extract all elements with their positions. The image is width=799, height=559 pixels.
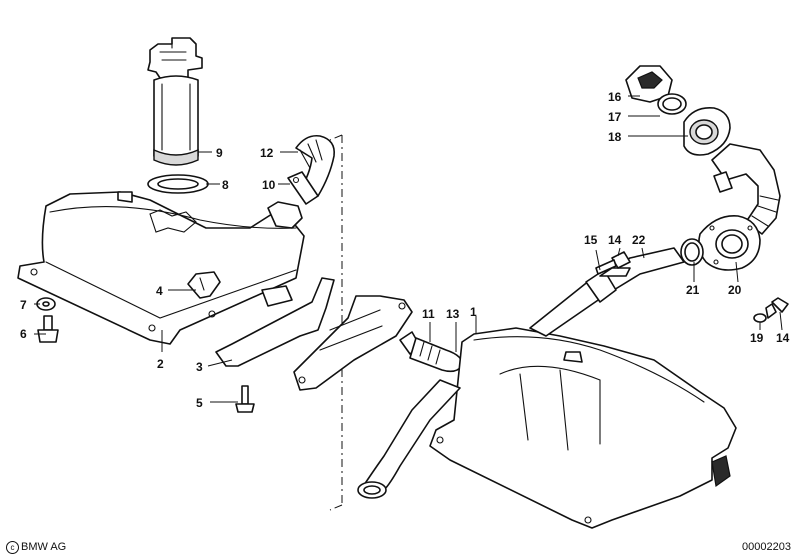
- callout-12: 12: [260, 146, 274, 160]
- mounting-flange: [680, 215, 761, 271]
- callout-10: 10: [262, 178, 276, 192]
- callout-9: 9: [216, 146, 223, 160]
- right-fuel-tank: [429, 327, 737, 529]
- callout-8: 8: [222, 178, 229, 192]
- callout-labels: 1 2 3 4 5 6 7 8 9 10 11 12 13 14 14 15 1…: [20, 90, 790, 410]
- left-fuel-tank: [17, 191, 305, 345]
- lower-connecting-pipe: [357, 379, 461, 499]
- assembly-axis-lines: [329, 134, 343, 511]
- callout-3: 3: [196, 360, 203, 374]
- connector-hoses: [399, 331, 463, 373]
- callout-15: 15: [584, 233, 598, 247]
- callout-14-right: 14: [776, 331, 790, 345]
- callout-13: 13: [446, 307, 460, 321]
- callout-18: 18: [608, 130, 622, 144]
- callout-14-top: 14: [608, 233, 622, 247]
- leader-lines: [34, 95, 783, 403]
- vent-pipe: [529, 247, 685, 337]
- callout-5: 5: [196, 396, 203, 410]
- fasteners-right: [595, 251, 789, 323]
- callout-22: 22: [632, 233, 646, 247]
- filler-cap-assembly: [625, 65, 731, 156]
- callout-4: 4: [156, 284, 163, 298]
- callout-2: 2: [157, 357, 164, 371]
- callout-21: 21: [686, 283, 700, 297]
- filler-neck-hose: [711, 143, 781, 235]
- callout-17: 17: [608, 110, 622, 124]
- copyright-symbol: c: [6, 541, 19, 554]
- filler-hose-left: [287, 134, 336, 205]
- callout-20: 20: [728, 283, 742, 297]
- brand-name: BMW AG: [21, 541, 67, 553]
- pump-gasket-ring: [147, 174, 209, 194]
- callout-1: 1: [470, 305, 477, 319]
- callout-19: 19: [750, 331, 764, 345]
- callout-6: 6: [20, 327, 27, 341]
- retaining-clip: [187, 271, 221, 299]
- callout-7: 7: [20, 298, 27, 312]
- callout-16: 16: [608, 90, 622, 104]
- callout-11: 11: [422, 307, 435, 321]
- tank-support-bracket: [215, 277, 413, 391]
- fuel-pump-unit: [147, 37, 203, 166]
- diagram-number: 00002203: [742, 541, 791, 553]
